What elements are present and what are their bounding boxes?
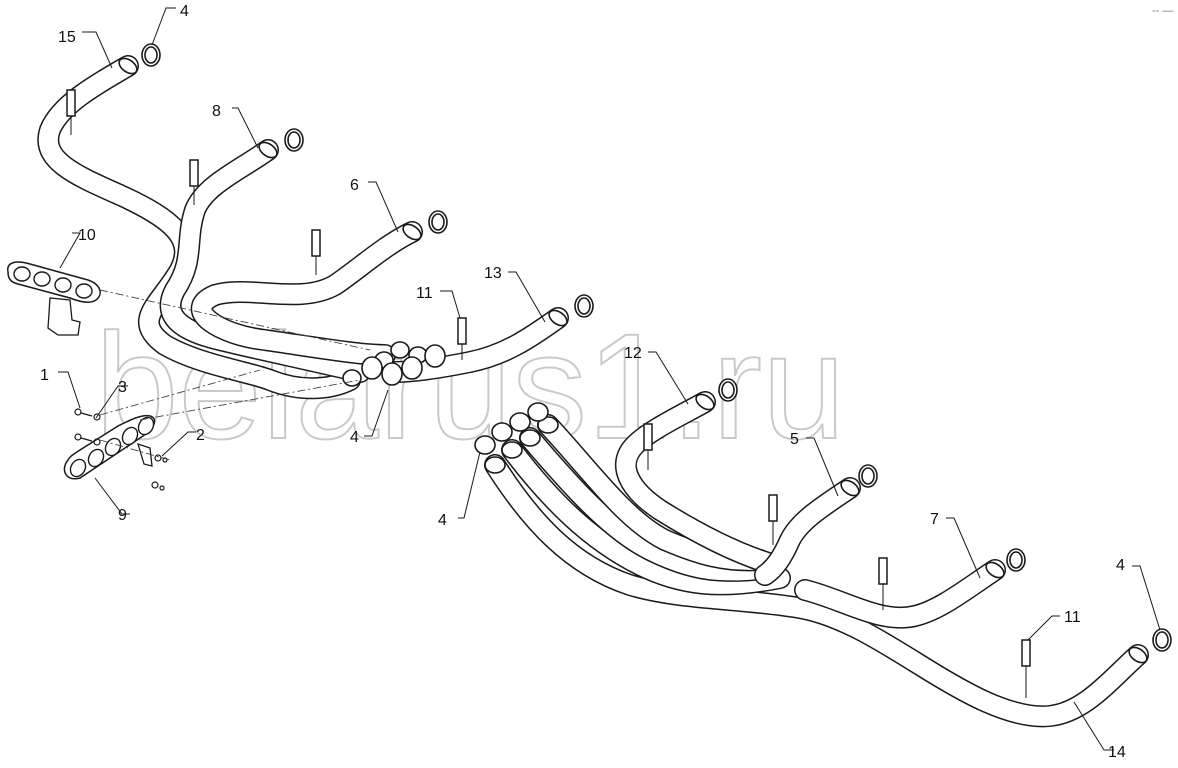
callout-3: 3: [118, 379, 127, 396]
callout-9: 9: [118, 507, 127, 524]
assembly-centerlines: [99, 289, 371, 461]
hose-7: [805, 570, 995, 618]
bracket-9: [63, 414, 156, 480]
callout-1: 1: [40, 367, 49, 384]
corner-mark: -- —: [1152, 5, 1173, 17]
callouts: 15 4 8 6 10 11 13 12 1 3 2 4 9 4 5 7 4 1…: [40, 3, 1126, 761]
callout-15: 15: [58, 29, 76, 46]
callout-14: 14: [1108, 744, 1126, 761]
callout-6: 6: [350, 177, 359, 194]
callout-4-right: 4: [1116, 557, 1125, 574]
callout-4-top: 4: [180, 3, 189, 20]
callout-13: 13: [484, 265, 502, 282]
callout-11-right: 11: [1064, 609, 1081, 626]
callout-4-low: 4: [438, 512, 447, 529]
callout-4-mid: 4: [350, 429, 359, 446]
bracket-10: [7, 261, 101, 336]
callout-2: 2: [196, 427, 205, 444]
callout-10: 10: [78, 227, 96, 244]
callout-7: 7: [930, 511, 939, 528]
callout-12: 12: [624, 345, 642, 362]
tags: [66, 89, 1031, 698]
hose-clamps: [141, 43, 1172, 652]
callout-8: 8: [212, 103, 221, 120]
fasteners: [74, 408, 168, 491]
callout-5: 5: [790, 431, 799, 448]
leader-lines: [58, 7, 1161, 751]
callout-11-mid: 11: [416, 285, 433, 302]
